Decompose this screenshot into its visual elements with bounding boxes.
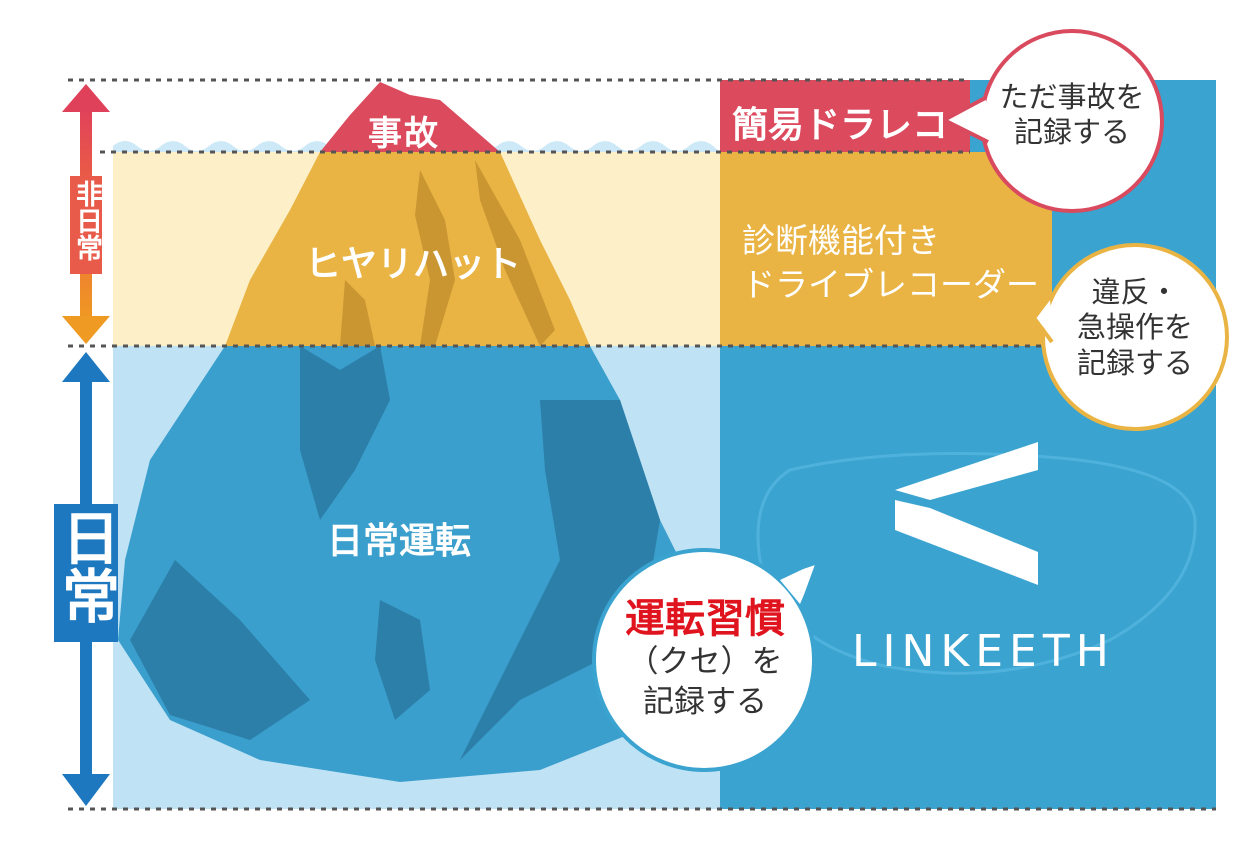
habit-line-1: （クセ）を: [627, 644, 783, 680]
normal-driving-label: 日常運転: [327, 521, 472, 562]
bubble-violation-record: [1031, 243, 1229, 431]
bubble-habit-record: [592, 548, 822, 772]
simple-recorder-label: 簡易ドラレコ: [732, 105, 949, 146]
ordinary-label: 日常: [52, 508, 120, 624]
iceberg-middle-facet-1: [415, 170, 455, 346]
lower-label-bg: [54, 504, 118, 642]
accident-label: 事故: [368, 114, 440, 154]
accident-record-text: ただ事故を 記録する: [992, 80, 1152, 151]
violation-record-line-1: 違反・: [1091, 275, 1179, 309]
violation-record-line-3: 記録する: [1076, 345, 1193, 380]
iceberg-facet-2: [300, 346, 390, 520]
iceberg-facet-3: [460, 400, 660, 760]
hiyari-label: ヒヤリハット: [305, 244, 522, 285]
extraordinary-label: 非日常: [71, 180, 102, 261]
habit-line-2: 記録する: [643, 684, 767, 721]
habit-record-text: 運転習慣 （クセ）を 記録する: [600, 596, 810, 723]
accident-record-line-1: ただ事故を: [999, 80, 1145, 114]
iceberg-facet-1: [130, 560, 310, 740]
simple-recorder-box: [720, 80, 970, 152]
brand-name: LINKEETH: [852, 626, 1115, 677]
violation-record-line-2: 急操作を: [1076, 310, 1193, 345]
diagnostic-recorder-box: [720, 152, 1052, 346]
linkeeth-logo-icon: [895, 442, 1038, 585]
iceberg-tip: [320, 82, 500, 152]
iceberg-facet-4: [375, 600, 430, 720]
bubble-accident-record: [939, 29, 1164, 213]
iceberg-middle-facet-2: [475, 160, 555, 346]
habit-title: 運転習慣: [625, 596, 785, 642]
diagnostic-recorder-line1: 診断機能付き: [742, 221, 940, 260]
violation-record-text: 違反・ 急操作を 記録する: [1055, 275, 1215, 381]
accident-record-line-2: 記録する: [1013, 115, 1130, 150]
upper-label-bg: [70, 176, 102, 274]
iceberg-middle-facet-3: [340, 280, 375, 346]
diagnostic-recorder-line2: ドライブレコーダー: [742, 265, 1039, 304]
iceberg-middle: [225, 152, 590, 346]
